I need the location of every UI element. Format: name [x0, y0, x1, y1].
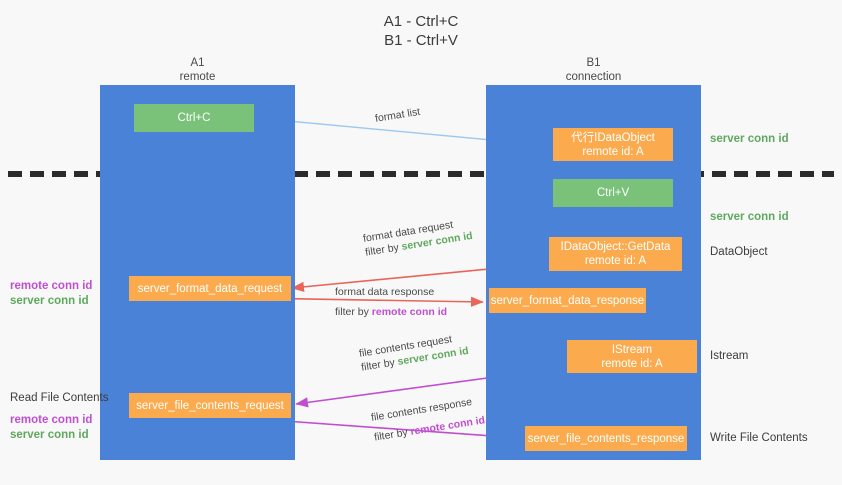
- edge-label-format-data-response-filter: filter by remote conn id: [335, 306, 448, 318]
- right-label-istream: Istream: [710, 350, 749, 362]
- node-idataobject-getdata-label: IDataObject::GetData: [560, 241, 671, 253]
- node-ctrl-c-label: Ctrl+C: [177, 112, 211, 124]
- node-idataobject-label: 代行IDataObject: [571, 131, 655, 144]
- node-istream-sub: remote id: A: [601, 357, 663, 370]
- node-server-file-contents-request-label: server_file_contents_request: [136, 399, 284, 412]
- left-label-remote-conn-id-2: remote conn id: [10, 414, 93, 426]
- node-server-file-contents-response[interactable]: server_file_contents_response: [525, 426, 687, 451]
- node-server-format-data-request[interactable]: server_format_data_request: [129, 276, 291, 301]
- title-line-2: B1 - Ctrl+V: [384, 32, 458, 49]
- right-label-server-conn-id-mid: server conn id: [710, 211, 789, 223]
- node-istream[interactable]: IStream remote id: A: [567, 340, 697, 373]
- left-label-read-file-contents: Read File Contents: [10, 392, 109, 404]
- right-label-server-conn-id-top: server conn id: [710, 133, 789, 145]
- left-label-conn-id-group-1: remote conn id server conn id: [10, 279, 92, 309]
- diagram-title: A1 - Ctrl+C B1 - Ctrl+V: [0, 12, 842, 50]
- node-ctrl-c[interactable]: Ctrl+C: [134, 104, 254, 132]
- node-istream-label: IStream: [611, 343, 653, 356]
- column-header-a1: A1 remote: [100, 56, 295, 84]
- left-label-remote-conn-id-1: remote conn id: [10, 280, 93, 292]
- left-label-server-conn-id-1: server conn id: [10, 295, 89, 307]
- node-idataobject[interactable]: 代行IDataObject remote id: A: [553, 128, 673, 161]
- node-server-format-data-response-label: server_format_data_response: [490, 294, 645, 307]
- node-server-file-contents-response-label: server_file_contents_response: [527, 432, 685, 445]
- right-label-dataobject: DataObject: [710, 246, 768, 258]
- node-idataobject-getdata[interactable]: IDataObject::GetData remote id: A: [549, 237, 682, 271]
- left-label-server-conn-id-2: server conn id: [10, 429, 89, 441]
- node-ctrl-v[interactable]: Ctrl+V: [553, 179, 673, 207]
- column-header-b1-name: B1: [586, 57, 601, 69]
- node-server-format-data-request-label: server_format_data_request: [137, 282, 283, 295]
- left-label-conn-id-group-2: remote conn id server conn id: [10, 413, 92, 443]
- column-header-b1: B1 connection: [486, 56, 701, 84]
- edge-label-format-data-response-text: format data response: [335, 286, 435, 298]
- column-header-a1-sub: remote: [179, 71, 216, 83]
- column-header-a1-name: A1: [190, 57, 205, 69]
- column-header-b1-sub: connection: [565, 71, 622, 83]
- title-line-1: A1 - Ctrl+C: [383, 13, 459, 30]
- node-idataobject-getdata-sub: remote id: A: [584, 255, 647, 267]
- node-idataobject-sub: remote id: A: [582, 145, 644, 158]
- right-label-write-file-contents: Write File Contents: [710, 432, 808, 444]
- node-server-file-contents-request[interactable]: server_file_contents_request: [129, 393, 291, 418]
- edge-label-format-data-response: format data response filter by remote co…: [335, 285, 447, 319]
- node-server-format-data-response[interactable]: server_format_data_response: [489, 288, 646, 313]
- node-ctrl-v-label: Ctrl+V: [596, 187, 630, 199]
